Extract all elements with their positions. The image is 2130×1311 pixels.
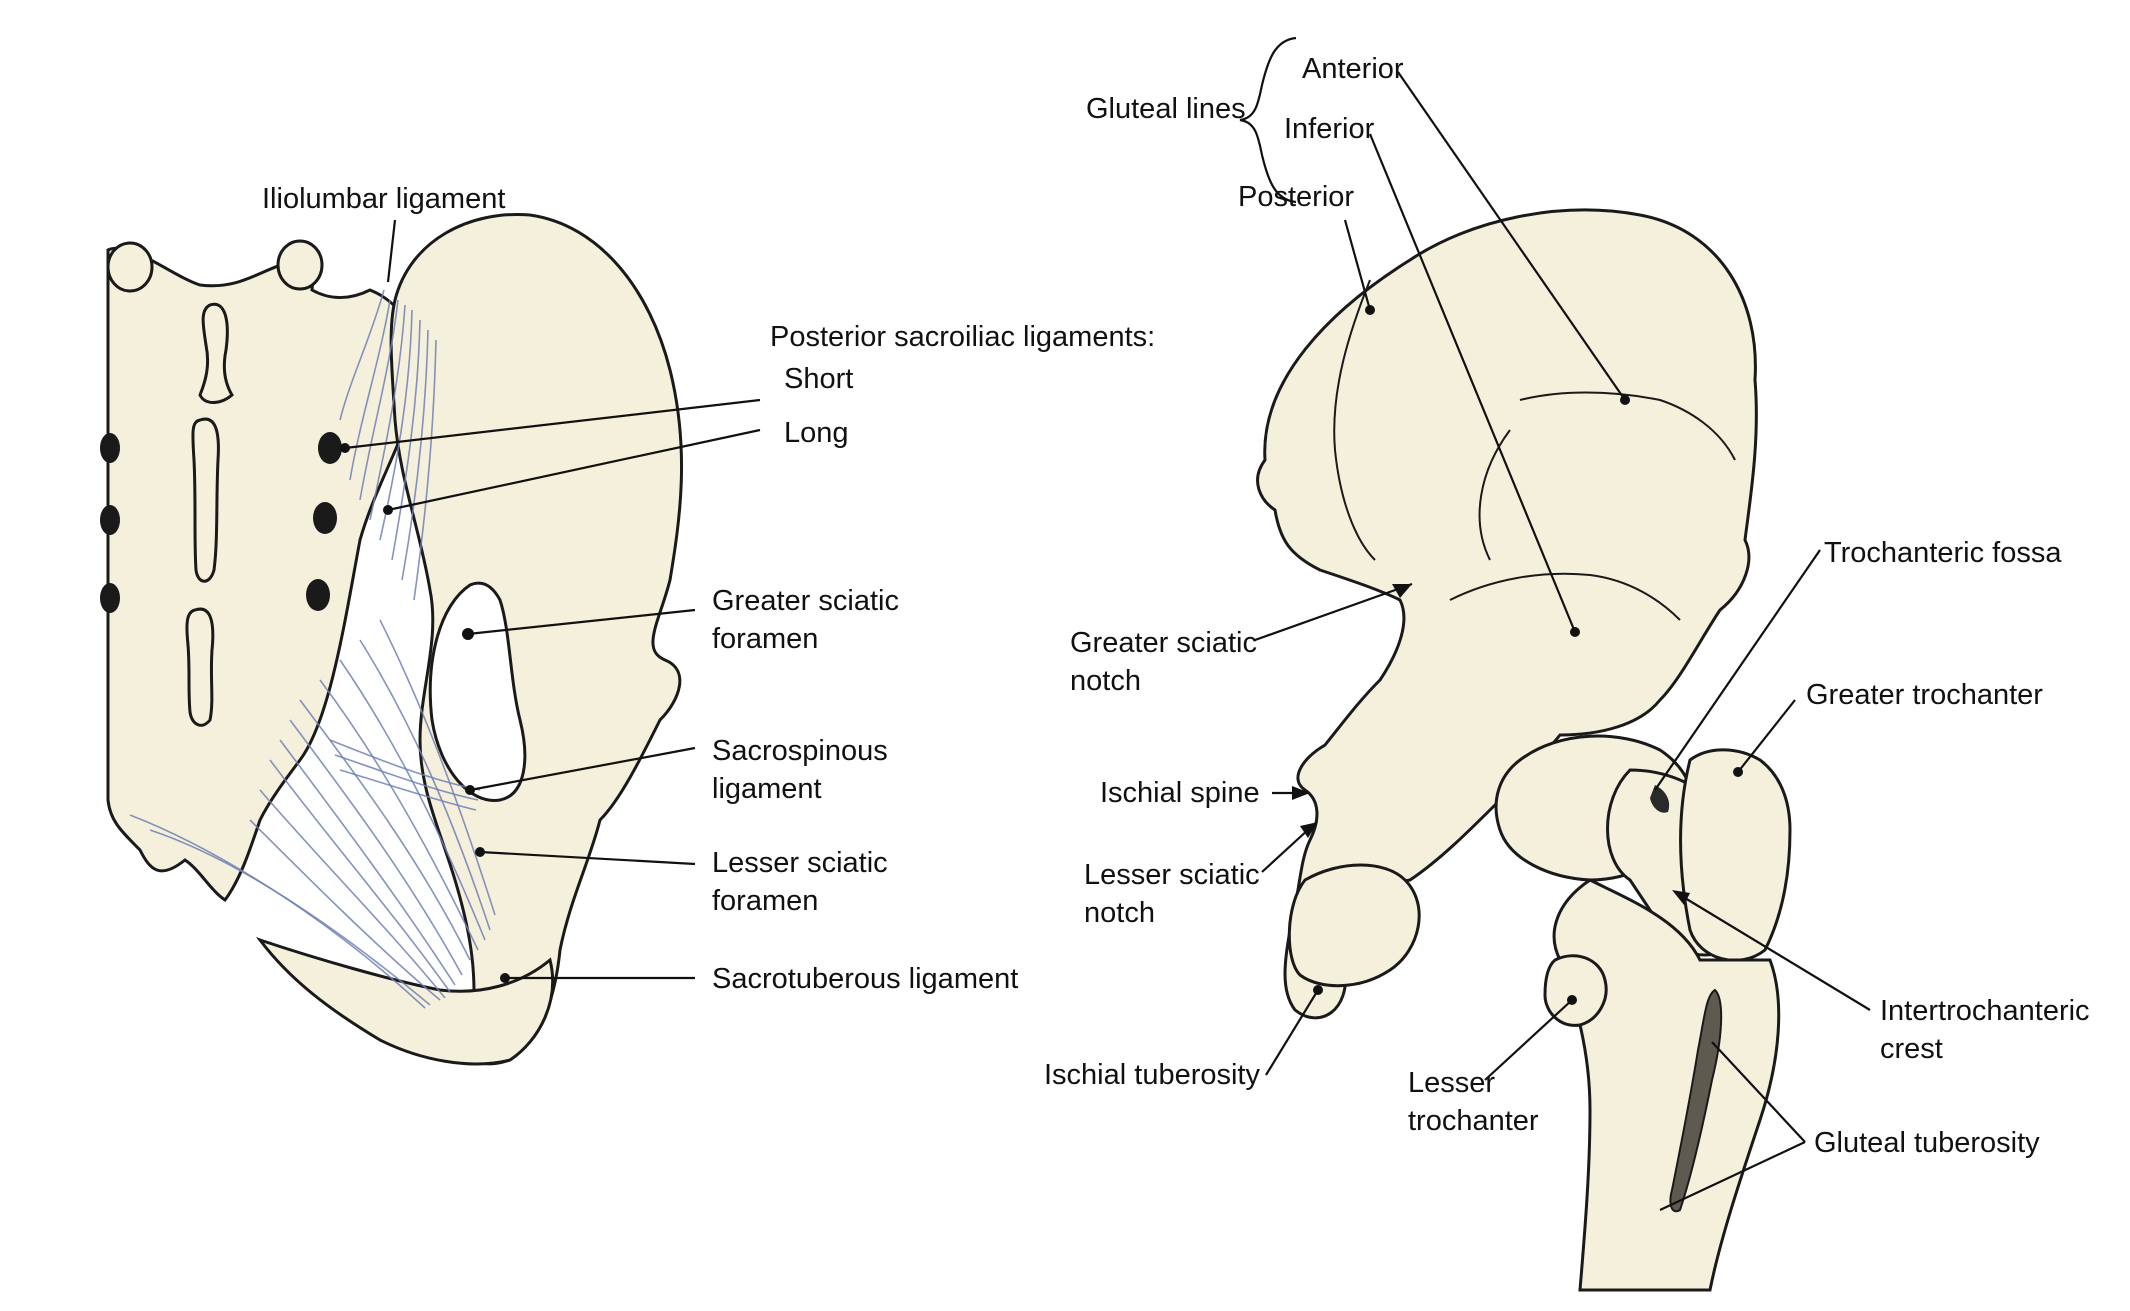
label-intertrochanteric-crest-2: crest [1880, 1033, 1943, 1065]
spinous-process [198, 302, 234, 404]
label-greater-sciatic-notch-1: Greater sciatic [1070, 627, 1257, 659]
ilium [389, 212, 684, 1066]
label-ischial-tuberosity: Ischial tuberosity [1044, 1059, 1260, 1091]
ischial-tuberosity-right [1287, 863, 1421, 988]
label-greater-sciatic-foramen-1: Greater sciatic [712, 585, 899, 617]
gluteal-line-anterior [1519, 391, 1736, 461]
sacral-foramen [318, 432, 342, 464]
label-lesser-trochanter-2: trochanter [1408, 1105, 1539, 1137]
label-intertrochanteric-crest-1: Intertrochanteric [1880, 995, 2090, 1027]
label-gluteal-tuberosity: Gluteal tuberosity [1814, 1127, 2040, 1159]
label-ischial-spine: Ischial spine [1100, 777, 1260, 809]
gluteal-tuberosity-ridge [1669, 988, 1723, 1213]
label-gluteal-lines: Gluteal lines [1086, 93, 1246, 125]
lesser-trochanter-shape [1543, 954, 1608, 1027]
label-sacrospinous-ligament-2: ligament [712, 773, 822, 805]
sacral-foramen [313, 502, 337, 534]
right-leader-lines [1239, 36, 1871, 1211]
label-posterior-sacroiliac-ligaments: Posterior sacroiliac ligaments: [770, 321, 1156, 353]
sacral-foramen [100, 583, 120, 613]
label-short: Short [784, 363, 854, 395]
sacral-foramen [306, 579, 330, 611]
label-long: Long [784, 417, 849, 449]
label-inferior: Inferior [1284, 113, 1375, 145]
label-iliolumbar-ligament: Iliolumbar ligament [262, 183, 506, 215]
label-anterior: Anterior [1302, 53, 1404, 85]
right-hip-view [1256, 208, 1792, 1292]
gluteal-line-posterior [1333, 279, 1376, 561]
gluteal-line-inferior [1449, 572, 1681, 621]
sacrospinous-ligament-fibres [329, 739, 481, 811]
label-greater-sciatic-foramen-2: foramen [712, 623, 819, 655]
vertebral-process [106, 241, 154, 293]
label-sacrospinous-ligament-1: Sacrospinous [712, 735, 888, 767]
label-lesser-sciatic-notch-2: notch [1084, 897, 1155, 929]
left-leader-lines [340, 219, 761, 983]
vertebral-process [276, 239, 324, 291]
left-pelvis-view [100, 212, 684, 1066]
label-posterior: Posterior [1238, 181, 1355, 213]
sacral-foramen [100, 505, 120, 535]
label-lesser-trochanter-1: Lesser [1408, 1067, 1496, 1099]
sacral-foramen [100, 433, 120, 463]
trochanteric-fossa-shape [1650, 785, 1670, 813]
sacrotuberous-ligament-fibres [129, 619, 496, 1009]
ischial-tuberosity-left [255, 937, 555, 1066]
label-lesser-sciatic-foramen-1: Lesser sciatic [712, 847, 888, 879]
gluteal-lines-brace [1239, 36, 1297, 204]
median-crest [191, 417, 220, 583]
ilium-ridge [1478, 429, 1511, 561]
label-trochanteric-fossa: Trochanteric fossa [1824, 537, 2062, 569]
label-greater-sciatic-notch-2: notch [1070, 665, 1141, 697]
label-lesser-sciatic-notch-1: Lesser sciatic [1084, 859, 1260, 891]
greater-sciatic-foramen-opening [428, 581, 527, 802]
label-greater-trochanter: Greater trochanter [1806, 679, 2043, 711]
sacrum [106, 246, 422, 903]
median-crest-lower [185, 607, 215, 727]
label-sacrotuberous-ligament: Sacrotuberous ligament [712, 963, 1019, 995]
label-lesser-sciatic-foramen-2: foramen [712, 885, 819, 917]
sacroiliac-ligament-fibres [339, 289, 437, 601]
greater-trochanter-shape [1679, 748, 1792, 962]
